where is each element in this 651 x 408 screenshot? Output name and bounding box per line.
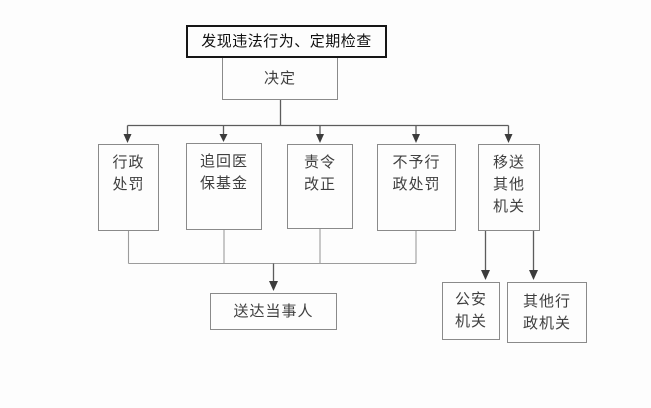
outcome-box-administrative-penalty: 行政 处罚 bbox=[98, 144, 159, 231]
arrowhead-outcome-4 bbox=[504, 134, 513, 143]
arrowhead-target-0 bbox=[481, 270, 490, 280]
label-line: 移送 bbox=[492, 155, 525, 171]
arrowhead-deliver bbox=[269, 281, 278, 291]
target-box-public-security-organ: 公安 机关 bbox=[442, 282, 500, 340]
outcome-box-transfer-other-organ: 移送 其他 机关 bbox=[478, 144, 540, 231]
label-line: 保基金 bbox=[199, 176, 248, 192]
outcome-box-no-administrative-penalty: 不予行 政处罚 bbox=[377, 144, 456, 231]
outcome-box-recover-insurance-fund: 追回医 保基金 bbox=[186, 143, 262, 230]
label-line: 责令 bbox=[303, 155, 336, 171]
outcome-box-order-correction: 责令 改正 bbox=[287, 144, 353, 229]
title-box: 发现违法行为、定期检查 bbox=[186, 25, 387, 58]
arrowhead-outcome-2 bbox=[316, 134, 324, 143]
label-line: 其他 bbox=[492, 177, 525, 193]
decision-box: 决定 bbox=[222, 57, 338, 100]
deliver-to-parties-box: 送达当事人 bbox=[210, 293, 337, 330]
label-line: 机关 bbox=[454, 314, 487, 330]
arrowhead-outcome-1 bbox=[219, 134, 228, 142]
label-line: 机关 bbox=[492, 199, 525, 215]
label-line: 追回医 bbox=[199, 154, 248, 170]
label-line: 改正 bbox=[303, 177, 336, 193]
label-line: 其他行 bbox=[522, 293, 571, 310]
decision-label: 决定 bbox=[263, 70, 296, 87]
label-line: 政处罚 bbox=[392, 177, 441, 193]
label-line: 处罚 bbox=[112, 177, 145, 193]
title-label: 发现违法行为、定期检查 bbox=[201, 33, 372, 50]
arrowhead-target-1 bbox=[529, 270, 538, 280]
deliver-label: 送达当事人 bbox=[233, 303, 314, 320]
target-box-other-administrative-organ: 其他行 政机关 bbox=[507, 282, 587, 343]
label-line: 行政 bbox=[112, 155, 145, 171]
label-line: 不予行 bbox=[392, 155, 441, 171]
arrowhead-outcome-0 bbox=[123, 134, 132, 143]
label-line: 公安 bbox=[454, 292, 487, 308]
arrowhead-outcome-3 bbox=[412, 134, 420, 143]
label-line: 政机关 bbox=[522, 315, 571, 332]
